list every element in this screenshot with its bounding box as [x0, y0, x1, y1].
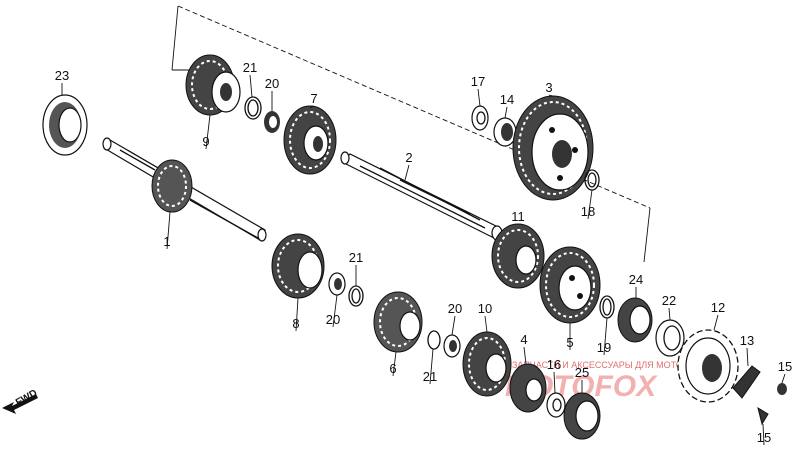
gear-10 [462, 331, 512, 397]
leader-line-p2 [404, 164, 410, 181]
bearing-24 [617, 297, 653, 343]
part-label-20: 20 [326, 312, 340, 327]
oil-seal-22 [655, 319, 685, 357]
circlip-21-lower [427, 330, 441, 350]
leader-line-p13 [746, 347, 749, 367]
washer-20-lower [443, 334, 461, 358]
leader-line-p20b [332, 294, 338, 328]
leader-line-p21a [249, 74, 253, 98]
part-label-2: 2 [405, 150, 412, 165]
plate-13 [732, 365, 761, 399]
part-label-4: 4 [520, 332, 527, 347]
leader-line-p17 [477, 88, 481, 107]
circlip-19 [599, 295, 615, 319]
leader-line-p15a [781, 373, 786, 384]
bushing-14 [493, 117, 517, 147]
leader-line-p22 [668, 307, 671, 321]
part-label-22: 22 [662, 293, 676, 308]
part-label-12: 12 [711, 300, 725, 315]
leader-line-p7 [309, 105, 315, 109]
bolt-15-right [777, 383, 787, 395]
gear-5 [539, 246, 601, 324]
leader-line-p6 [392, 351, 397, 377]
fwd-arrow: FWD [2, 388, 39, 414]
part-label-9: 9 [202, 134, 209, 149]
leader-line-p3 [548, 94, 554, 97]
leader-line-p18 [587, 189, 593, 220]
part-label-24: 24 [629, 272, 643, 287]
part-label-20: 20 [448, 301, 462, 316]
leader-line-p15b [762, 423, 765, 446]
bearing-23 [42, 94, 88, 156]
washer-20-upper [264, 111, 280, 133]
part-label-5: 5 [566, 335, 573, 350]
leader-line-p20c [451, 315, 456, 336]
part-label-6: 6 [389, 361, 396, 376]
countershaft-2 [340, 151, 503, 241]
part-label-15: 15 [778, 359, 792, 374]
part-label-8: 8 [292, 316, 299, 331]
washer-17 [471, 105, 489, 131]
gear-4 [509, 363, 547, 413]
gear-11 [491, 223, 545, 289]
fwd-label: FWD [14, 388, 39, 409]
leader-line-p1 [166, 211, 171, 250]
part-label-25: 25 [575, 365, 589, 380]
part-label-21: 21 [243, 60, 257, 75]
part-label-7: 7 [310, 91, 317, 106]
sprocket-12 [677, 329, 739, 403]
part-label-10: 10 [478, 301, 492, 316]
watermark-line: ЗАПЧАСТИ И АКСЕССУАРЫ ДЛЯ МОТОТЕХНИКИ [512, 360, 725, 370]
part-label-11: 11 [511, 209, 525, 224]
leader-line-p9 [205, 114, 211, 150]
mainshaft-1 [102, 137, 267, 242]
circlip-18 [584, 169, 600, 191]
washer-20-left [328, 272, 346, 296]
circlip-21-upper [244, 96, 262, 120]
bearing-25 [563, 392, 601, 440]
bolt-15-bottom [757, 406, 769, 426]
leader-line-p16 [553, 371, 556, 394]
part-label-1: 1 [163, 234, 170, 249]
leader-line-p14 [504, 106, 508, 119]
gear-3 [512, 95, 594, 201]
gear-6 [373, 291, 423, 353]
part-label-19: 19 [597, 340, 611, 355]
circlip-21-mid [348, 285, 364, 307]
part-label-14: 14 [500, 92, 514, 107]
part-label-16: 16 [547, 357, 561, 372]
washer-16 [546, 392, 566, 418]
gear-8 [271, 233, 325, 299]
part-label-15: 15 [757, 430, 771, 445]
part-label-18: 18 [581, 204, 595, 219]
leader-line-p8 [295, 297, 299, 332]
part-label-21: 21 [349, 250, 363, 265]
part-label-21: 21 [423, 369, 437, 384]
gear-9 [185, 54, 241, 116]
part-label-3: 3 [545, 80, 552, 95]
part-label-13: 13 [740, 333, 754, 348]
part-label-20: 20 [265, 76, 279, 91]
part-label-23: 23 [55, 68, 69, 83]
part-label-17: 17 [471, 74, 485, 89]
leader-line-p4 [523, 346, 527, 365]
leader-line-p12 [713, 314, 719, 331]
gear-7 [283, 105, 337, 175]
leader-line-p19 [603, 317, 608, 356]
leader-line-p10 [484, 315, 488, 333]
leader-line-p21c [429, 348, 434, 385]
